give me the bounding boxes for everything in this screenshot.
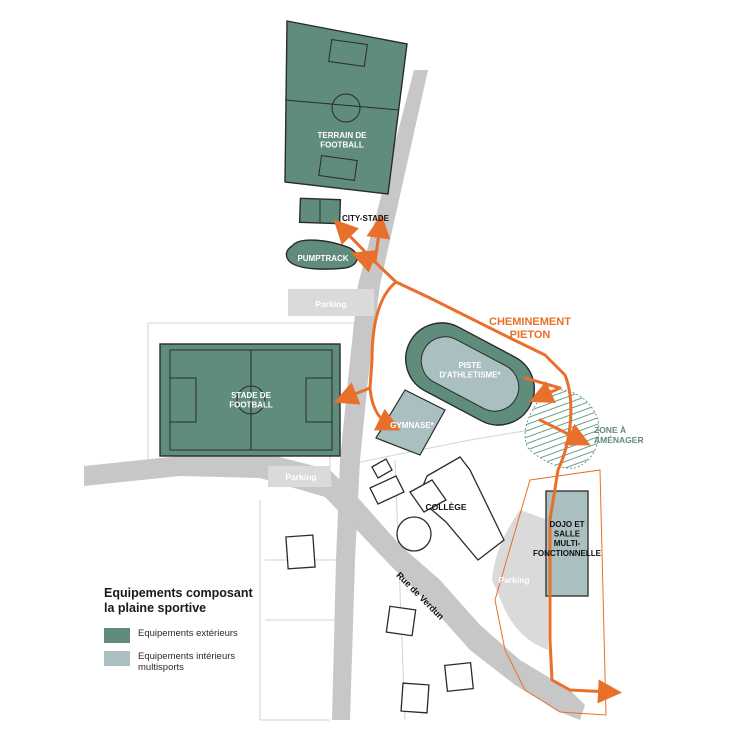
legend-item-label: Equipements intérieurs multisports — [138, 651, 236, 673]
pumptrack-label: PUMPTRACK — [297, 254, 348, 263]
legend: Equipements composant la plaine sportive… — [104, 586, 304, 681]
college-buildings — [369, 456, 505, 561]
city-stade — [298, 197, 342, 225]
legend-item-label: Equipements extérieurs — [138, 628, 238, 639]
piste-athletisme — [405, 322, 535, 426]
parking-bottom-label: Parking — [498, 575, 529, 585]
legend-item-exterior: Equipements extérieurs — [104, 628, 304, 643]
rue-de-verdun-road — [84, 452, 585, 720]
residential-buildings — [285, 534, 475, 714]
exterior-swatch-icon — [104, 628, 130, 643]
pumptrack — [285, 239, 358, 270]
terrain-football — [284, 20, 408, 195]
city-stade-label: CITY-STADE — [342, 214, 390, 223]
dojo-parcel-outline — [494, 469, 607, 716]
stade-football — [159, 343, 341, 457]
interior-swatch-icon — [104, 651, 130, 666]
parking-top-label: Parking — [315, 299, 346, 309]
college-label: COLLÈGE — [425, 502, 466, 512]
cheminement-pieton — [333, 214, 622, 704]
zone-a-amenager — [524, 389, 600, 469]
legend-title: Equipements composant la plaine sportive — [104, 586, 253, 615]
gymnase-label: GYMNASE* — [390, 421, 434, 430]
parking-mid-label: Parking — [285, 472, 316, 482]
parking-mid-area — [268, 466, 332, 487]
parking-bottom-area — [492, 510, 548, 650]
legend-item-interior: Equipements intérieurs multisports — [104, 651, 304, 673]
parking-top-area — [288, 289, 374, 316]
